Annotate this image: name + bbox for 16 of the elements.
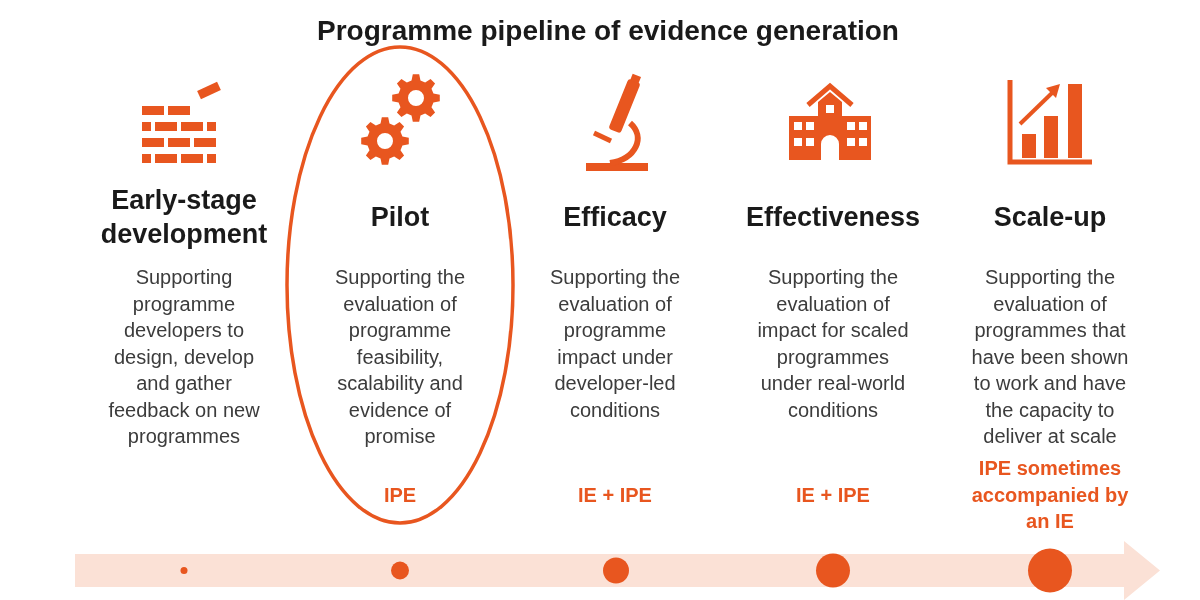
evaluation-type-label: IPE [383, 482, 417, 508]
stage-heading: Efficacy [563, 201, 667, 234]
stage-description: Supporting the evaluation of programme impact under developer-led conditions [548, 265, 682, 423]
stage-heading: Effectiveness [745, 201, 921, 234]
stage-heading: Early-stage development [99, 184, 269, 251]
evaluation-type-label: IE + IPE [796, 482, 870, 508]
stage-description: Supporting the evaluation of impact for scaled programmes under real-world conditions [756, 265, 910, 423]
stage-description: Supporting programme developers to design, develop and gather feedback on new programmes [107, 265, 261, 449]
stage-description: Supporting the evaluation of programmes that have been shown to work and have the capacity to deliver at scale [970, 265, 1130, 449]
evaluation-type-label: IE + IPE [578, 482, 652, 508]
highlight-ellipse [285, 45, 515, 525]
stage-description: Supporting the evaluation of programme feasibility, scalability and evidence of promise [333, 265, 467, 449]
stage-heading: Scale-up [993, 201, 1107, 234]
evaluation-type-label: IPE sometimes accompanied by an IE [970, 456, 1130, 535]
stage-heading: Pilot [370, 201, 430, 234]
diagram-title: Programme pipeline of evidence generation [317, 14, 899, 48]
